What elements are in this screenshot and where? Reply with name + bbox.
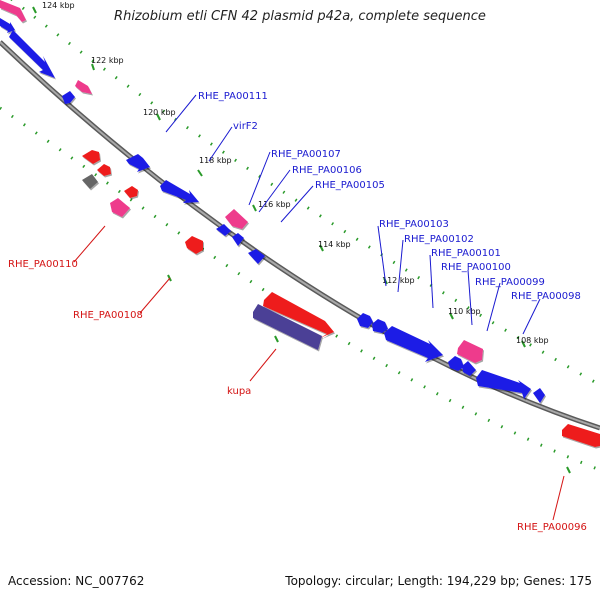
- leader-line: [139, 277, 171, 314]
- gene-arrow[interactable]: [110, 198, 130, 217]
- gene-arrow[interactable]: [253, 304, 322, 350]
- gene-arrow[interactable]: [0, 18, 15, 33]
- gene-arrow[interactable]: [225, 209, 248, 229]
- leader-line: [377, 225, 387, 287]
- leader-line: [486, 282, 501, 332]
- gene-label-rhe-pa00096[interactable]: RHE_PA00096: [517, 522, 587, 533]
- gene-arrow[interactable]: [232, 233, 244, 246]
- leader-line: [397, 239, 404, 293]
- tick-label: 110 kbp: [448, 307, 481, 316]
- leader-line: [73, 225, 106, 263]
- map-title: Rhizobium etli CFN 42 plasmid p42a, comp…: [114, 9, 486, 24]
- leader-line: [429, 254, 434, 309]
- gene-label-kupa[interactable]: kupa: [227, 386, 251, 397]
- gene-arrow[interactable]: [562, 424, 600, 447]
- gene-arrow[interactable]: [82, 150, 100, 164]
- leader-line: [248, 151, 271, 206]
- gene-arrow[interactable]: [82, 174, 98, 189]
- tick-mark: [566, 466, 571, 474]
- tick-mark: [521, 340, 526, 348]
- tick-label: 120 kbp: [143, 108, 176, 117]
- inner-scale-ring: [0, 106, 600, 472]
- gene-label-rhe-pa00110[interactable]: RHE_PA00110: [8, 259, 78, 270]
- gene-arrow[interactable]: [62, 91, 75, 104]
- gene-arrow[interactable]: [126, 154, 150, 172]
- gene-label-rhe-pa00103[interactable]: RHE_PA00103: [379, 219, 449, 230]
- tick-label: 118 kbp: [199, 156, 232, 165]
- tick-mark: [274, 335, 279, 343]
- gene-arrow[interactable]: [448, 356, 464, 371]
- gene-label-rhe-pa00105[interactable]: RHE_PA00105: [315, 180, 385, 191]
- leader-line: [165, 94, 197, 133]
- gene-arrow[interactable]: [263, 292, 334, 338]
- gene-arrow[interactable]: [248, 249, 265, 264]
- gene-label-rhe-pa00099[interactable]: RHE_PA00099: [475, 277, 545, 288]
- reverse-leader-lines: [73, 225, 565, 521]
- tick-labels: 124 kbp 122 kbp 120 kbp 118 kbp 116 kbp …: [42, 1, 549, 345]
- gene-arrow[interactable]: [160, 180, 199, 203]
- gene-arrow[interactable]: [372, 319, 388, 333]
- leader-line: [249, 348, 277, 382]
- gene-arrow[interactable]: [357, 313, 373, 328]
- gene-arrow[interactable]: [384, 326, 443, 362]
- tick-mark: [449, 312, 454, 320]
- gene-arrow[interactable]: [75, 80, 92, 94]
- gene-label-rhe-pa00100[interactable]: RHE_PA00100: [441, 262, 511, 273]
- genes: [0, 0, 600, 447]
- leader-line: [522, 298, 541, 335]
- gene-label-rhe-pa00108[interactable]: RHE_PA00108: [73, 310, 143, 321]
- tick-label: 112 kbp: [382, 276, 415, 285]
- gene-arrow[interactable]: [216, 224, 231, 236]
- tick-label: 124 kbp: [42, 1, 75, 10]
- gene-label-rhe-pa00098[interactable]: RHE_PA00098: [511, 291, 581, 302]
- tick-label: 108 kbp: [516, 336, 549, 345]
- tick-label: 116 kbp: [258, 200, 291, 209]
- leader-line: [258, 169, 291, 213]
- gene-arrow[interactable]: [476, 370, 531, 399]
- summary-text: Topology: circular; Length: 194,229 bp; …: [285, 574, 592, 588]
- leader-line: [280, 185, 314, 223]
- forward-gene-labels: RHE_PA00111 virF2 RHE_PA00107 RHE_PA0010…: [198, 91, 581, 302]
- tick-mark: [156, 113, 161, 121]
- gene-arrow[interactable]: [457, 340, 483, 363]
- gene-label-rhe-pa00107[interactable]: RHE_PA00107: [271, 149, 341, 160]
- gene-label-virf2[interactable]: virF2: [233, 121, 258, 132]
- leader-line: [552, 475, 565, 521]
- plasmid-backbone: [0, 40, 600, 431]
- gene-label-rhe-pa00111[interactable]: RHE_PA00111: [198, 91, 268, 102]
- gene-arrow[interactable]: [185, 236, 203, 254]
- tick-mark: [91, 63, 95, 71]
- tick-label: 114 kbp: [318, 240, 351, 249]
- tick-mark: [197, 169, 203, 177]
- tick-mark: [252, 204, 257, 212]
- gene-arrow[interactable]: [124, 186, 138, 198]
- gene-label-rhe-pa00102[interactable]: RHE_PA00102: [404, 234, 474, 245]
- gene-arrow[interactable]: [97, 164, 111, 176]
- leader-line: [467, 269, 473, 326]
- tick-marks: [32, 6, 571, 474]
- forward-leader-lines: [165, 94, 541, 335]
- outer-scale-ring: [10, 0, 600, 387]
- gene-arrow[interactable]: [533, 388, 545, 403]
- gene-arrow[interactable]: [9, 30, 55, 78]
- leader-line: [208, 126, 233, 162]
- reverse-gene-labels: RHE_PA00110 RHE_PA00108 kupa RHE_PA00096: [8, 259, 587, 533]
- gene-arrow[interactable]: [462, 361, 476, 376]
- tick-label: 122 kbp: [91, 56, 124, 65]
- accession-text: Accession: NC_007762: [8, 574, 145, 588]
- plasmid-backbone-highlight: [0, 41, 600, 429]
- tick-mark: [319, 244, 324, 252]
- gene-label-rhe-pa00101[interactable]: RHE_PA00101: [431, 248, 501, 259]
- gene-arrow[interactable]: [0, 0, 26, 22]
- tick-mark: [32, 6, 37, 14]
- gene-label-rhe-pa00106[interactable]: RHE_PA00106: [292, 165, 362, 176]
